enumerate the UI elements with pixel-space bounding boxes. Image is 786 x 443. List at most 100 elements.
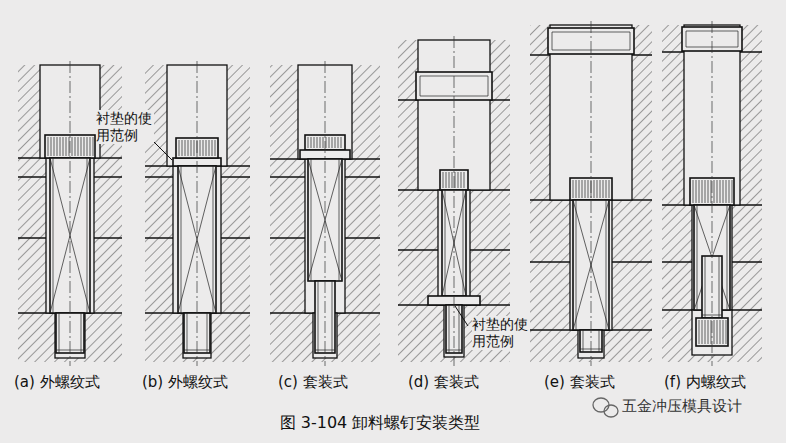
detail-line bbox=[464, 172, 465, 188]
detail-line bbox=[729, 180, 730, 203]
detail-line bbox=[185, 140, 186, 156]
detail-line bbox=[332, 281, 333, 353]
sub-caption: (c) 套装式 bbox=[278, 373, 348, 391]
detail-line bbox=[181, 166, 182, 313]
bolt-assembly bbox=[662, 21, 762, 366]
detail-line bbox=[717, 180, 718, 203]
detail-line bbox=[203, 140, 204, 156]
sub-caption: (a) 外螺纹式 bbox=[14, 373, 100, 391]
detail-line bbox=[714, 320, 715, 344]
detail-line bbox=[576, 200, 577, 330]
detail-line bbox=[585, 180, 586, 198]
detail-line bbox=[697, 205, 698, 310]
detail-line bbox=[720, 320, 721, 344]
detail-line bbox=[48, 137, 49, 156]
detail-line bbox=[87, 158, 88, 313]
detail-line bbox=[182, 140, 183, 156]
detail-line bbox=[449, 172, 450, 188]
bolt-assembly bbox=[530, 21, 652, 366]
sub-caption: (d) 套装式 bbox=[408, 373, 479, 391]
detail-line bbox=[582, 180, 583, 198]
detail-line bbox=[329, 137, 330, 148]
detail-line bbox=[726, 320, 727, 344]
detail-line bbox=[488, 76, 489, 96]
detail-line bbox=[452, 172, 453, 188]
detail-line bbox=[323, 137, 324, 148]
detail-line bbox=[600, 180, 601, 198]
detail-line bbox=[332, 137, 333, 148]
detail-line bbox=[702, 180, 703, 203]
sub-caption: (b) 外螺纹式 bbox=[142, 373, 228, 391]
detail-line bbox=[699, 320, 700, 344]
center-line bbox=[70, 61, 71, 366]
detail-line bbox=[60, 137, 61, 156]
sub-caption: (e) 套装式 bbox=[544, 373, 615, 391]
sub-caption: (f) 内螺纹式 bbox=[664, 373, 746, 391]
detail-line bbox=[420, 76, 421, 96]
detail-line bbox=[318, 281, 319, 353]
detail-line bbox=[732, 180, 733, 203]
detail-line bbox=[693, 180, 694, 203]
detail-line bbox=[179, 140, 180, 156]
detail-line bbox=[579, 180, 580, 198]
detail-line bbox=[72, 137, 73, 156]
detail-line bbox=[206, 140, 207, 156]
detail-line bbox=[69, 137, 70, 156]
detail-line bbox=[200, 140, 201, 156]
detail-line bbox=[720, 180, 721, 203]
detail-line bbox=[212, 140, 213, 156]
watermark: 五金冲压模具设计 bbox=[622, 397, 742, 415]
detail-line bbox=[705, 256, 706, 318]
detail-line bbox=[705, 320, 706, 344]
detail-line bbox=[588, 180, 589, 198]
detail-line bbox=[696, 180, 697, 203]
center-line bbox=[197, 61, 198, 366]
detail-line bbox=[603, 180, 604, 198]
detail-line bbox=[597, 180, 598, 198]
figure-caption: 图 3-104 卸料螺钉安装类型 bbox=[280, 413, 481, 432]
detail-line bbox=[90, 137, 91, 156]
detail-line bbox=[714, 180, 715, 203]
detail-line bbox=[338, 137, 339, 148]
detail-line bbox=[339, 159, 340, 281]
detail-line bbox=[317, 137, 318, 148]
detail-line bbox=[308, 137, 309, 148]
detail-line bbox=[708, 180, 709, 203]
detail-line bbox=[341, 137, 342, 148]
detail-line bbox=[63, 137, 64, 156]
bolt-assembly bbox=[18, 61, 122, 366]
detail-line bbox=[78, 137, 79, 156]
detail-line bbox=[311, 137, 312, 148]
detail-line bbox=[51, 137, 52, 156]
die-plates bbox=[145, 65, 250, 362]
detail-line bbox=[594, 180, 595, 198]
detail-line bbox=[81, 313, 82, 353]
detail-line bbox=[53, 158, 54, 313]
detail-line bbox=[445, 190, 446, 296]
detail-line bbox=[711, 320, 712, 344]
detail-line bbox=[59, 313, 60, 353]
detail-line bbox=[609, 180, 610, 198]
detail-line bbox=[711, 180, 712, 203]
detail-line bbox=[314, 137, 315, 148]
detail-line bbox=[209, 140, 210, 156]
center-line bbox=[325, 61, 326, 366]
bolt-assembly bbox=[270, 61, 380, 366]
detail-line bbox=[187, 313, 188, 353]
detail-line bbox=[606, 200, 607, 330]
callout-note: 衬垫的使用范例 bbox=[96, 110, 154, 144]
detail-line bbox=[686, 31, 687, 47]
detail-line bbox=[84, 137, 85, 156]
detail-line bbox=[54, 137, 55, 156]
detail-line bbox=[320, 137, 321, 148]
detail-line bbox=[738, 31, 739, 47]
watermark-icon bbox=[593, 398, 618, 417]
detail-line bbox=[188, 140, 189, 156]
center-line bbox=[591, 21, 592, 366]
detail-line bbox=[630, 32, 631, 50]
detail-line bbox=[702, 320, 703, 344]
detail-line bbox=[213, 166, 214, 313]
detail-line bbox=[446, 172, 447, 188]
detail-line bbox=[455, 172, 456, 188]
